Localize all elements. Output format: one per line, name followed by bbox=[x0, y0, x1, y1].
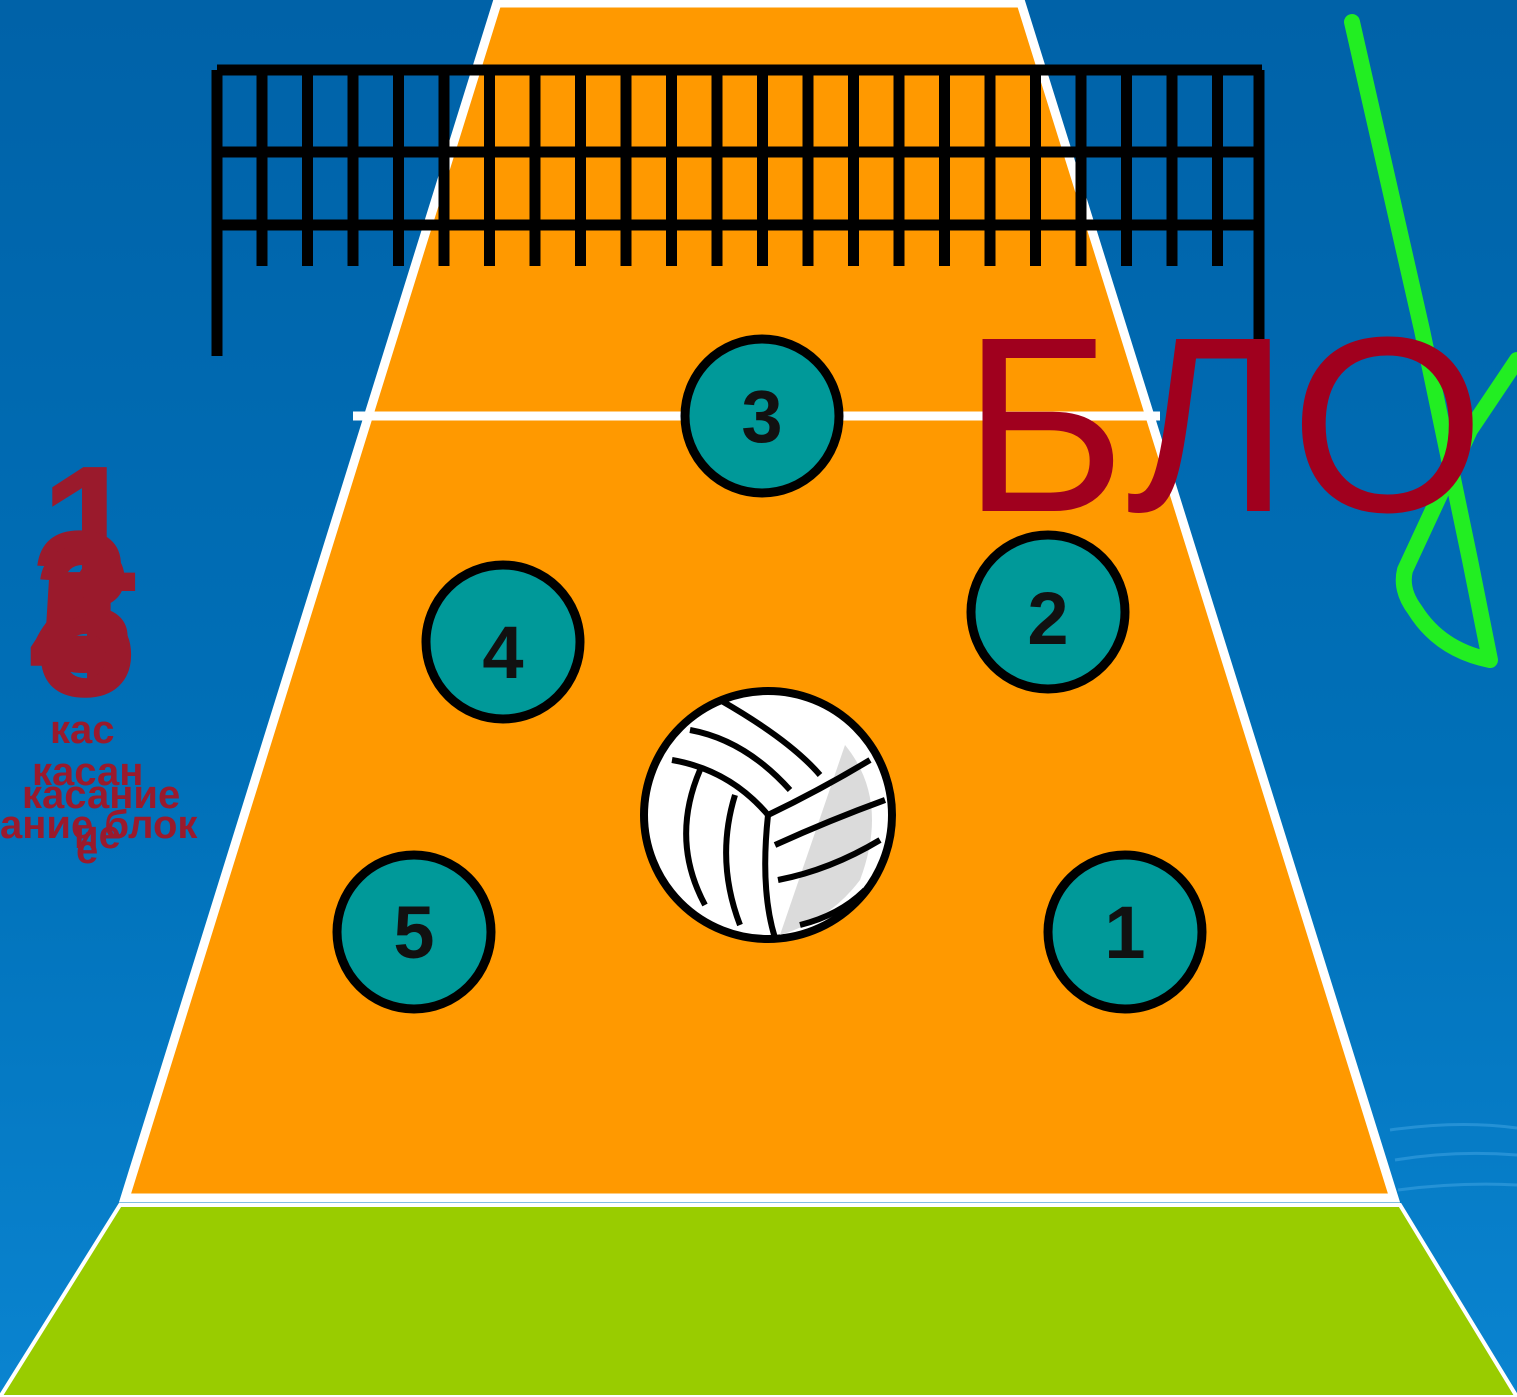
touch-label-6: е bbox=[76, 830, 98, 870]
block-title: БЛО bbox=[962, 300, 1485, 550]
zone-1[interactable]: 1 bbox=[1048, 855, 1202, 1009]
counter-5: 5 bbox=[36, 545, 136, 725]
zone-4-label: 4 bbox=[482, 611, 523, 694]
zone-3-label: 3 bbox=[741, 375, 782, 458]
ripple-decoration bbox=[1390, 1124, 1517, 1190]
volleyball-icon[interactable] bbox=[644, 691, 892, 939]
zone-2-label: 2 bbox=[1027, 577, 1068, 660]
touch-label-1: кас bbox=[50, 710, 115, 750]
zone-4[interactable]: 4 bbox=[426, 565, 580, 719]
zone-5[interactable]: 5 bbox=[337, 855, 491, 1009]
zone-5-label: 5 bbox=[393, 891, 434, 974]
zone-3[interactable]: 3 bbox=[685, 339, 839, 493]
floor-front bbox=[0, 1205, 1517, 1397]
zone-1-label: 1 bbox=[1104, 891, 1145, 974]
